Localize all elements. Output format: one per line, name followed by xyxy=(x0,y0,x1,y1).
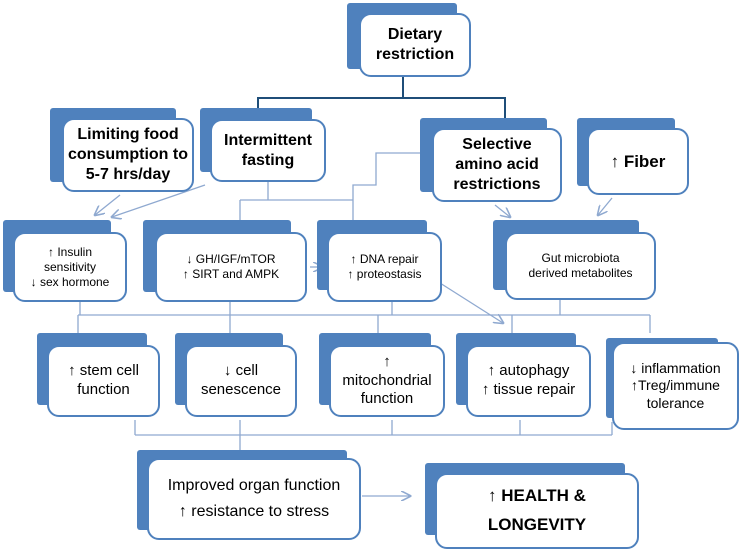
limiting-food-line-2: consumption to xyxy=(68,146,188,163)
insulin-sensitivity-box: ↑ Insulin sensitivity ↓ sex hormone xyxy=(3,220,129,303)
organ-line-1: Improved organ function xyxy=(167,477,341,495)
autophagy-line-2: ↑ tissue repair xyxy=(481,381,576,398)
stem-cell-box: ↑ stem cell function xyxy=(37,333,162,419)
mitochondrial-line-2: mitochondrial xyxy=(342,371,432,389)
inflammation-line-3: tolerance xyxy=(646,394,705,411)
inflammation-box: ↓ inflammation ↑Treg/immune tolerance xyxy=(606,338,741,433)
gh-igf-line-1: ↓ GH/IGF/mTOR xyxy=(186,252,276,266)
gut-microbiota-box: Gut microbiota derived metabolites xyxy=(493,220,658,302)
root-connector xyxy=(257,77,506,118)
limiting-food-line-1: Limiting food xyxy=(77,126,179,143)
senescence-line-2: senescence xyxy=(200,381,282,398)
mitochondrial-line-1: ↑ xyxy=(383,352,391,370)
arrow-amino-to-gut xyxy=(494,204,510,217)
health-line-2: LONGEVITY xyxy=(487,515,587,534)
stem-cell-line-1: ↑ stem cell xyxy=(68,362,139,380)
insulin-line-2: sensitivity xyxy=(43,259,96,274)
gh-igf-line-2: ↑ SIRT and AMPK xyxy=(182,267,280,281)
mitochondrial-line-3: function xyxy=(360,390,414,408)
insulin-line-1: ↑ Insulin xyxy=(47,244,93,259)
gut-line-1: Gut microbiota xyxy=(541,251,620,265)
organ-function-box: Improved organ function ↑ resistance to … xyxy=(137,450,363,542)
dietary-restriction-box: Dietary restriction xyxy=(347,3,472,79)
fiber-label: ↑ Fiber xyxy=(610,151,666,171)
gh-igf-mtor-box: ↓ GH/IGF/mTOR ↑ SIRT and AMPK xyxy=(143,220,309,303)
organ-line-2: ↑ resistance to stress xyxy=(178,503,330,520)
middle-bus xyxy=(77,300,651,333)
intermittent-fasting-line-1: Intermittent xyxy=(224,131,312,149)
dna-repair-line-1: ↑ DNA repair xyxy=(350,252,419,266)
stem-cell-line-2: function xyxy=(77,381,130,398)
inflammation-line-1: ↓ inflammation xyxy=(630,359,721,376)
intermittent-fasting-line-2: fasting xyxy=(241,151,295,169)
selective-amino-box: Selective amino acid restrictions xyxy=(420,118,564,204)
fiber-box: ↑ Fiber xyxy=(577,118,691,197)
autophagy-line-1: ↑ autophagy xyxy=(487,362,570,380)
arrow-if-to-insulin xyxy=(112,184,206,217)
autophagy-box: ↑ autophagy ↑ tissue repair xyxy=(456,333,593,419)
dna-repair-line-2: ↑ proteostasis xyxy=(347,267,422,281)
dietary-restriction-line-2: restriction xyxy=(375,46,455,63)
inflammation-line-2: ↑Treg/immune xyxy=(631,377,720,394)
limiting-food-box: Limiting food consumption to 5-7 hrs/day xyxy=(50,108,196,193)
arrow-food-to-insulin xyxy=(95,194,121,215)
intermittent-fasting-box: Intermittent fasting xyxy=(200,108,328,183)
selective-amino-line-1: Selective xyxy=(462,136,532,153)
dna-repair-box: ↑ DNA repair ↑ proteostasis xyxy=(317,220,444,303)
insulin-line-3: ↓ sex hormone xyxy=(30,274,110,289)
senescence-line-1: ↓ cell xyxy=(223,362,259,380)
health-line-1: ↑ HEALTH & xyxy=(488,486,586,506)
mitochondrial-box: ↑ mitochondrial function xyxy=(319,333,447,419)
if-branch-connector xyxy=(239,199,354,220)
cell-senescence-box: ↓ cell senescence xyxy=(175,333,299,419)
dietary-restriction-line-1: Dietary xyxy=(387,26,443,43)
amino-bracket-connector xyxy=(352,152,440,200)
health-longevity-box: ↑ HEALTH & LONGEVITY xyxy=(425,463,639,549)
selective-amino-line-3: restrictions xyxy=(453,176,541,193)
lower-bus xyxy=(134,420,613,452)
arrow-fiber-to-gut xyxy=(598,197,613,215)
arrow-dna-to-effects xyxy=(439,282,503,323)
selective-amino-line-2: amino acid xyxy=(455,156,539,173)
gut-line-2: derived metabolites xyxy=(528,266,633,280)
limiting-food-line-3: 5-7 hrs/day xyxy=(85,166,171,183)
